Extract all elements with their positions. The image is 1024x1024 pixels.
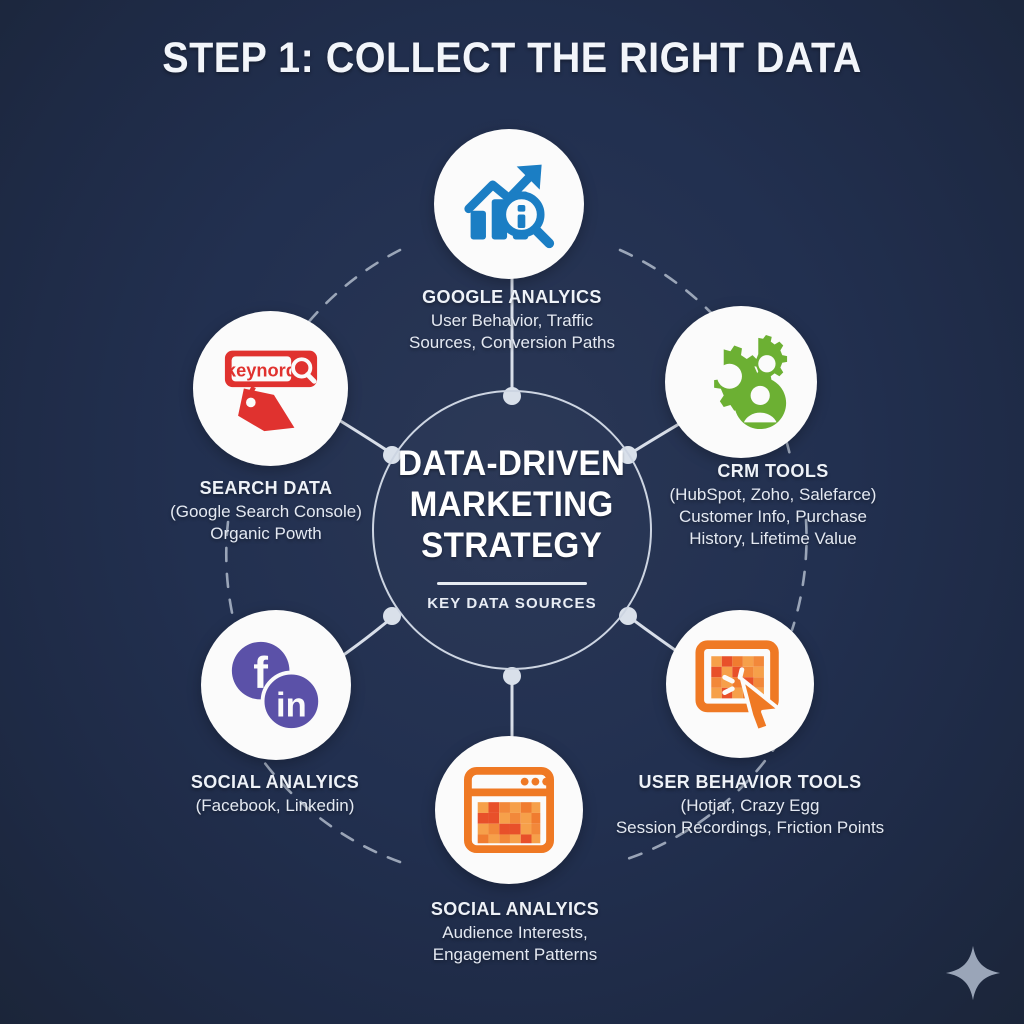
- click-rays: [722, 667, 745, 696]
- node-bubble-user-behavior-tools[interactable]: [666, 610, 814, 758]
- browser-dots: [520, 777, 551, 786]
- node-line: Session Recordings, Friction Points: [615, 818, 885, 837]
- node-line: (Google Search Console): [170, 502, 362, 521]
- hub-title-line2: MARKETING: [410, 484, 614, 524]
- node-bubble-google-analytics[interactable]: [434, 129, 584, 279]
- hub-title-line1: DATA-DRIVEN: [398, 443, 626, 483]
- hub-divider: [437, 581, 587, 585]
- keyword-search-tag-icon: keynord: [224, 350, 317, 431]
- browser-heatmap-icon: [464, 766, 554, 854]
- page-title: STEP 1: COLLECT THE RIGHT DATA: [162, 34, 862, 82]
- orbit-arc-search-social: [225, 520, 238, 632]
- orbit-arc-crm-ubt: [790, 518, 808, 632]
- node-label-search-data: SEARCH DATA (Google Search Console) Orga…: [152, 478, 380, 545]
- orbit-arc-ubt-bottom: [616, 738, 782, 864]
- node-bubble-social-analytics-bottom[interactable]: [435, 736, 583, 884]
- node-bubble-social-analytics-left[interactable]: f in: [201, 610, 351, 760]
- keyword-box-text: keynord: [225, 359, 296, 380]
- node-line: User Behavior, Traffic: [430, 311, 594, 330]
- center-hub: DATA-DRIVEN MARKETING STRATEGY KEY DATA …: [372, 390, 652, 670]
- node-bubble-crm-tools[interactable]: [665, 306, 817, 458]
- linkedin-glyph: in: [276, 687, 307, 725]
- heatmap-cells: [477, 802, 541, 844]
- node-line: Sources, Conversion Paths: [409, 333, 615, 352]
- node-title: USER BEHAVIOR TOOLS: [638, 772, 862, 792]
- gears-user-icon: [714, 334, 788, 430]
- node-line: Customer Info, Purchase: [678, 507, 868, 526]
- node-title: GOOGLE ANALYICS: [422, 287, 602, 307]
- node-label-social-analytics-left: SOCIAL ANALYICS (Facebook, Linkedin): [155, 772, 395, 817]
- joint-dot-left-bottom: [383, 607, 401, 625]
- bar-chart-magnifier-icon: [464, 164, 555, 249]
- sparkle-star-icon: [945, 945, 1001, 1001]
- facebook-glyph: f: [253, 649, 268, 698]
- hub-title: DATA-DRIVEN MARKETING STRATEGY: [398, 443, 625, 566]
- node-line: History, Lifetime Value: [689, 529, 857, 548]
- node-label-crm-tools: CRM TOOLS (HubSpot, Zoho, Salefarce) Cus…: [648, 461, 898, 550]
- node-label-user-behavior-tools: USER BEHAVIOR TOOLS (Hotjar, Crazy Egg S…: [605, 772, 895, 839]
- node-line: (Facebook, Linkedin): [195, 796, 355, 815]
- node-line: Organic Powth: [210, 524, 322, 543]
- node-label-social-analytics-bottom: SOCIAL ANALYICS Audience Interests, Enga…: [390, 899, 640, 966]
- node-title: SOCIAL ANALYICS: [190, 772, 360, 792]
- hub-subtitle: KEY DATA SOURCES: [427, 594, 597, 612]
- node-label-google-analytics: GOOGLE ANALYICS User Behavior, Traffic S…: [378, 287, 646, 354]
- facebook-linkedin-icon: f in: [231, 641, 323, 732]
- node-line: (HubSpot, Zoho, Salefarce): [669, 485, 877, 504]
- joint-dot-bottom: [503, 667, 521, 685]
- node-bubble-search-data[interactable]: keynord: [193, 311, 348, 466]
- node-line: Audience Interests,: [442, 923, 588, 942]
- heatmap-cursor-icon: [695, 640, 783, 729]
- node-title: SEARCH DATA: [199, 478, 333, 498]
- node-title: CRM TOOLS: [717, 461, 829, 481]
- node-line: (Hotjar, Crazy Egg: [680, 796, 820, 815]
- node-line: Engagement Patterns: [432, 945, 598, 964]
- hub-title-line3: STRATEGY: [421, 525, 603, 565]
- node-title: SOCIAL ANALYICS: [430, 899, 600, 919]
